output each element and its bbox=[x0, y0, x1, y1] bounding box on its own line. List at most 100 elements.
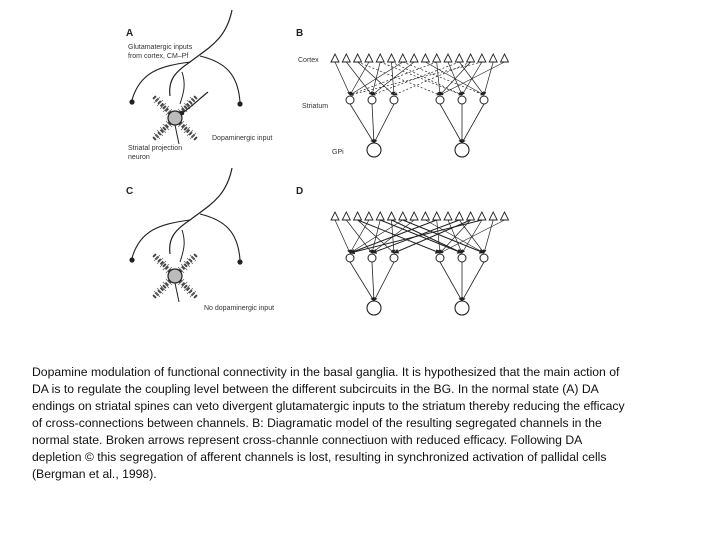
dendritic-spine bbox=[189, 254, 197, 262]
afferent-axon bbox=[169, 9, 233, 97]
gpi-neuron bbox=[366, 142, 382, 158]
cortical-neuron bbox=[398, 52, 408, 63]
cross-channel-projection bbox=[371, 61, 460, 96]
dopaminergic-axon bbox=[180, 91, 209, 115]
cortical-neuron bbox=[465, 52, 476, 63]
gpi-neuron bbox=[454, 142, 470, 158]
corticostriatal-projection bbox=[349, 61, 403, 96]
striatopallidal-projection bbox=[349, 103, 375, 144]
striatopallidal-projection bbox=[373, 261, 395, 302]
gpi-neuron bbox=[454, 300, 470, 316]
cortical-neuron bbox=[499, 210, 510, 221]
panel-a-neuron-drawing bbox=[129, 9, 243, 145]
corticostriatal-projection bbox=[483, 219, 494, 254]
terminal-dot bbox=[237, 101, 243, 107]
corticostriatal-projection bbox=[439, 61, 505, 96]
neuron-axon bbox=[174, 282, 180, 303]
dendritic-spine bbox=[186, 129, 194, 137]
afferent-branch-left bbox=[131, 219, 191, 259]
dendritic-spine bbox=[189, 96, 197, 104]
cortical-neuron bbox=[341, 210, 352, 221]
cross-channel-projection bbox=[357, 61, 441, 96]
dendritic-spine bbox=[186, 257, 194, 265]
striatal-neuron bbox=[435, 253, 445, 263]
striatal-neuron bbox=[435, 95, 445, 105]
cortical-neuron bbox=[443, 210, 453, 221]
neuron-axon bbox=[174, 124, 180, 145]
dopaminergic-input-label: Dopaminergic input bbox=[212, 135, 273, 142]
cortical-neuron bbox=[431, 52, 442, 63]
cortical-neuron bbox=[398, 210, 408, 221]
glutamatergic-inputs-label: Glutamatergic inputs from cortex, CM–Pf bbox=[128, 44, 193, 60]
cross-channel-projection bbox=[391, 61, 463, 96]
corticostriatal-projection bbox=[334, 219, 351, 254]
striatopallidal-projection bbox=[371, 261, 376, 302]
striatopallidal-projection bbox=[461, 261, 485, 302]
dopaminergic-terminal bbox=[179, 110, 185, 116]
panel-b-network-drawing bbox=[330, 52, 510, 158]
gpi-label: GPi bbox=[332, 149, 344, 156]
striatopallidal-projection bbox=[439, 261, 463, 302]
cortical-neuron bbox=[330, 52, 340, 63]
cortical-neuron bbox=[499, 52, 510, 63]
cortical-neuron bbox=[454, 52, 465, 63]
cortical-neuron bbox=[375, 210, 385, 221]
striatopallidal-projection bbox=[439, 103, 463, 144]
cortical-neuron bbox=[352, 52, 363, 63]
cortical-neuron bbox=[477, 210, 487, 221]
cross-channel-projection bbox=[393, 219, 471, 254]
panel-c-letter: C bbox=[126, 186, 134, 197]
corticostriatal-projection bbox=[436, 219, 442, 254]
corticostriatal-projection bbox=[334, 61, 351, 96]
cortical-neuron bbox=[488, 52, 498, 63]
cortical-neuron bbox=[386, 52, 397, 63]
gpi-neuron bbox=[366, 300, 382, 316]
striatal-neuron bbox=[345, 253, 355, 263]
figure-drawing bbox=[129, 9, 510, 316]
corticostriatal-projection bbox=[483, 61, 494, 96]
striatal-neuron bbox=[389, 253, 399, 263]
cortical-neuron bbox=[341, 52, 352, 63]
dendritic-spine bbox=[177, 266, 185, 274]
corticostriatal-projection bbox=[439, 219, 471, 254]
dendritic-spine bbox=[156, 99, 164, 107]
cross-channel-projection bbox=[393, 61, 471, 96]
neuron-soma bbox=[167, 268, 183, 284]
corticostriatal-projection bbox=[349, 61, 370, 96]
cross-channel-projection bbox=[349, 219, 483, 255]
dendritic-spine bbox=[165, 108, 173, 116]
cross-channel-projection bbox=[402, 61, 485, 96]
cross-channel-projection bbox=[349, 61, 437, 96]
cortical-neuron bbox=[454, 210, 465, 221]
cross-channel-projection bbox=[380, 61, 463, 96]
cross-channel-projection bbox=[380, 219, 463, 254]
corticostriatal-projection bbox=[349, 219, 403, 254]
dendritic-spine bbox=[177, 278, 185, 286]
no-dopaminergic-input-label: No dopaminergic input bbox=[204, 305, 275, 312]
striatopallidal-projection bbox=[461, 103, 485, 144]
afferent-axon bbox=[169, 167, 233, 255]
afferent-branch-left bbox=[131, 61, 191, 101]
dendritic-spine bbox=[183, 284, 191, 292]
striatal-neuron bbox=[389, 95, 399, 105]
dendritic-spine bbox=[153, 290, 161, 298]
cortical-neuron bbox=[488, 210, 498, 221]
striatal-neuron bbox=[479, 95, 489, 105]
cross-channel-projection bbox=[402, 219, 485, 254]
striatopallidal-projection bbox=[349, 261, 375, 302]
dendritic-spine bbox=[153, 96, 161, 104]
striatopallidal-projection bbox=[371, 103, 376, 144]
afferent-branch-right bbox=[199, 213, 241, 261]
dendritic-spine bbox=[165, 278, 173, 286]
dendritic-spine bbox=[180, 281, 188, 289]
cortex-label: Cortex bbox=[298, 57, 319, 64]
panel-b-letter: B bbox=[296, 28, 304, 39]
dendritic-spine bbox=[189, 290, 197, 298]
striatopallidal-projection bbox=[373, 103, 395, 144]
dendritic-spine bbox=[180, 263, 188, 271]
panel-d-letter: D bbox=[296, 186, 304, 197]
cortical-neuron bbox=[330, 210, 340, 221]
panel-c-neuron-drawing bbox=[129, 167, 243, 303]
cortical-neuron bbox=[420, 210, 431, 221]
cross-channel-projection bbox=[349, 61, 482, 96]
